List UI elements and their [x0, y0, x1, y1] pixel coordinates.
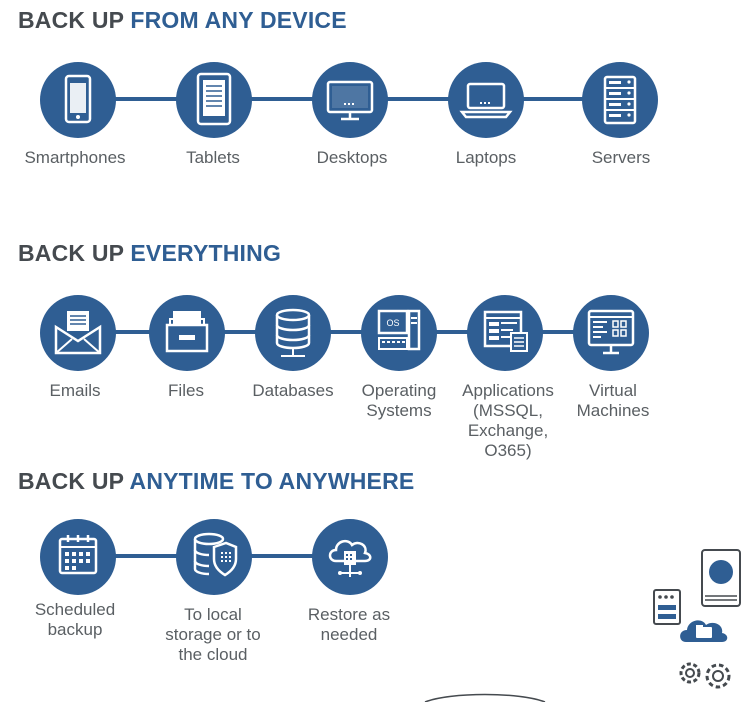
hard-drive-icon	[701, 549, 741, 607]
desktop-icon	[312, 62, 388, 138]
storage-label: To local storage or to the cloud	[165, 605, 261, 664]
device-label-servers: Servers	[591, 148, 651, 167]
virtual-machine-icon	[573, 295, 649, 371]
device-label-desktops: Desktops	[316, 148, 388, 167]
application-window-icon	[467, 295, 543, 371]
server-rack-icon	[582, 62, 658, 138]
os-icon-text: OS	[386, 318, 399, 328]
calendar-icon	[40, 519, 116, 595]
schedule-label: Scheduled backup	[34, 600, 116, 639]
data-label-operating-systems: Operating Systems	[361, 381, 437, 420]
server-box-icon	[653, 589, 681, 625]
email-icon	[40, 295, 116, 371]
data-label-virtual-machines: Virtual Machines	[576, 381, 650, 420]
tablet-icon	[176, 62, 252, 138]
device-label-tablets: Tablets	[186, 148, 240, 167]
data-label-emails: Emails	[49, 381, 101, 400]
file-drawer-icon	[149, 295, 225, 371]
database-icon	[255, 295, 331, 371]
connector-line	[80, 330, 610, 334]
device-label-smartphones: Smartphones	[24, 148, 126, 167]
restore-label: Restore as needed	[307, 605, 391, 644]
data-label-databases: Databases	[252, 381, 334, 400]
section-heading-anytime: BACK UP ANYTIME TO ANYWHERE	[18, 468, 415, 494]
device-label-laptops: Laptops	[455, 148, 517, 167]
smartphone-icon	[40, 62, 116, 138]
bottom-arc-decoration	[424, 693, 546, 702]
gears-icon	[679, 662, 731, 689]
data-label-files: Files	[168, 381, 204, 400]
section-heading-everything: BACK UP EVERYTHING	[18, 240, 282, 266]
laptop-icon	[448, 62, 524, 138]
backup-illustration	[653, 549, 741, 689]
storage-shield-icon	[176, 519, 252, 595]
data-label-applications: Applications (MSSQL, Exchange, O365)	[462, 381, 554, 460]
cloud-folder-icon	[680, 620, 728, 642]
section-heading-devices: BACK UP FROM ANY DEVICE	[18, 7, 347, 33]
cloud-restore-icon	[312, 519, 388, 595]
operating-system-icon: OS	[361, 295, 437, 371]
